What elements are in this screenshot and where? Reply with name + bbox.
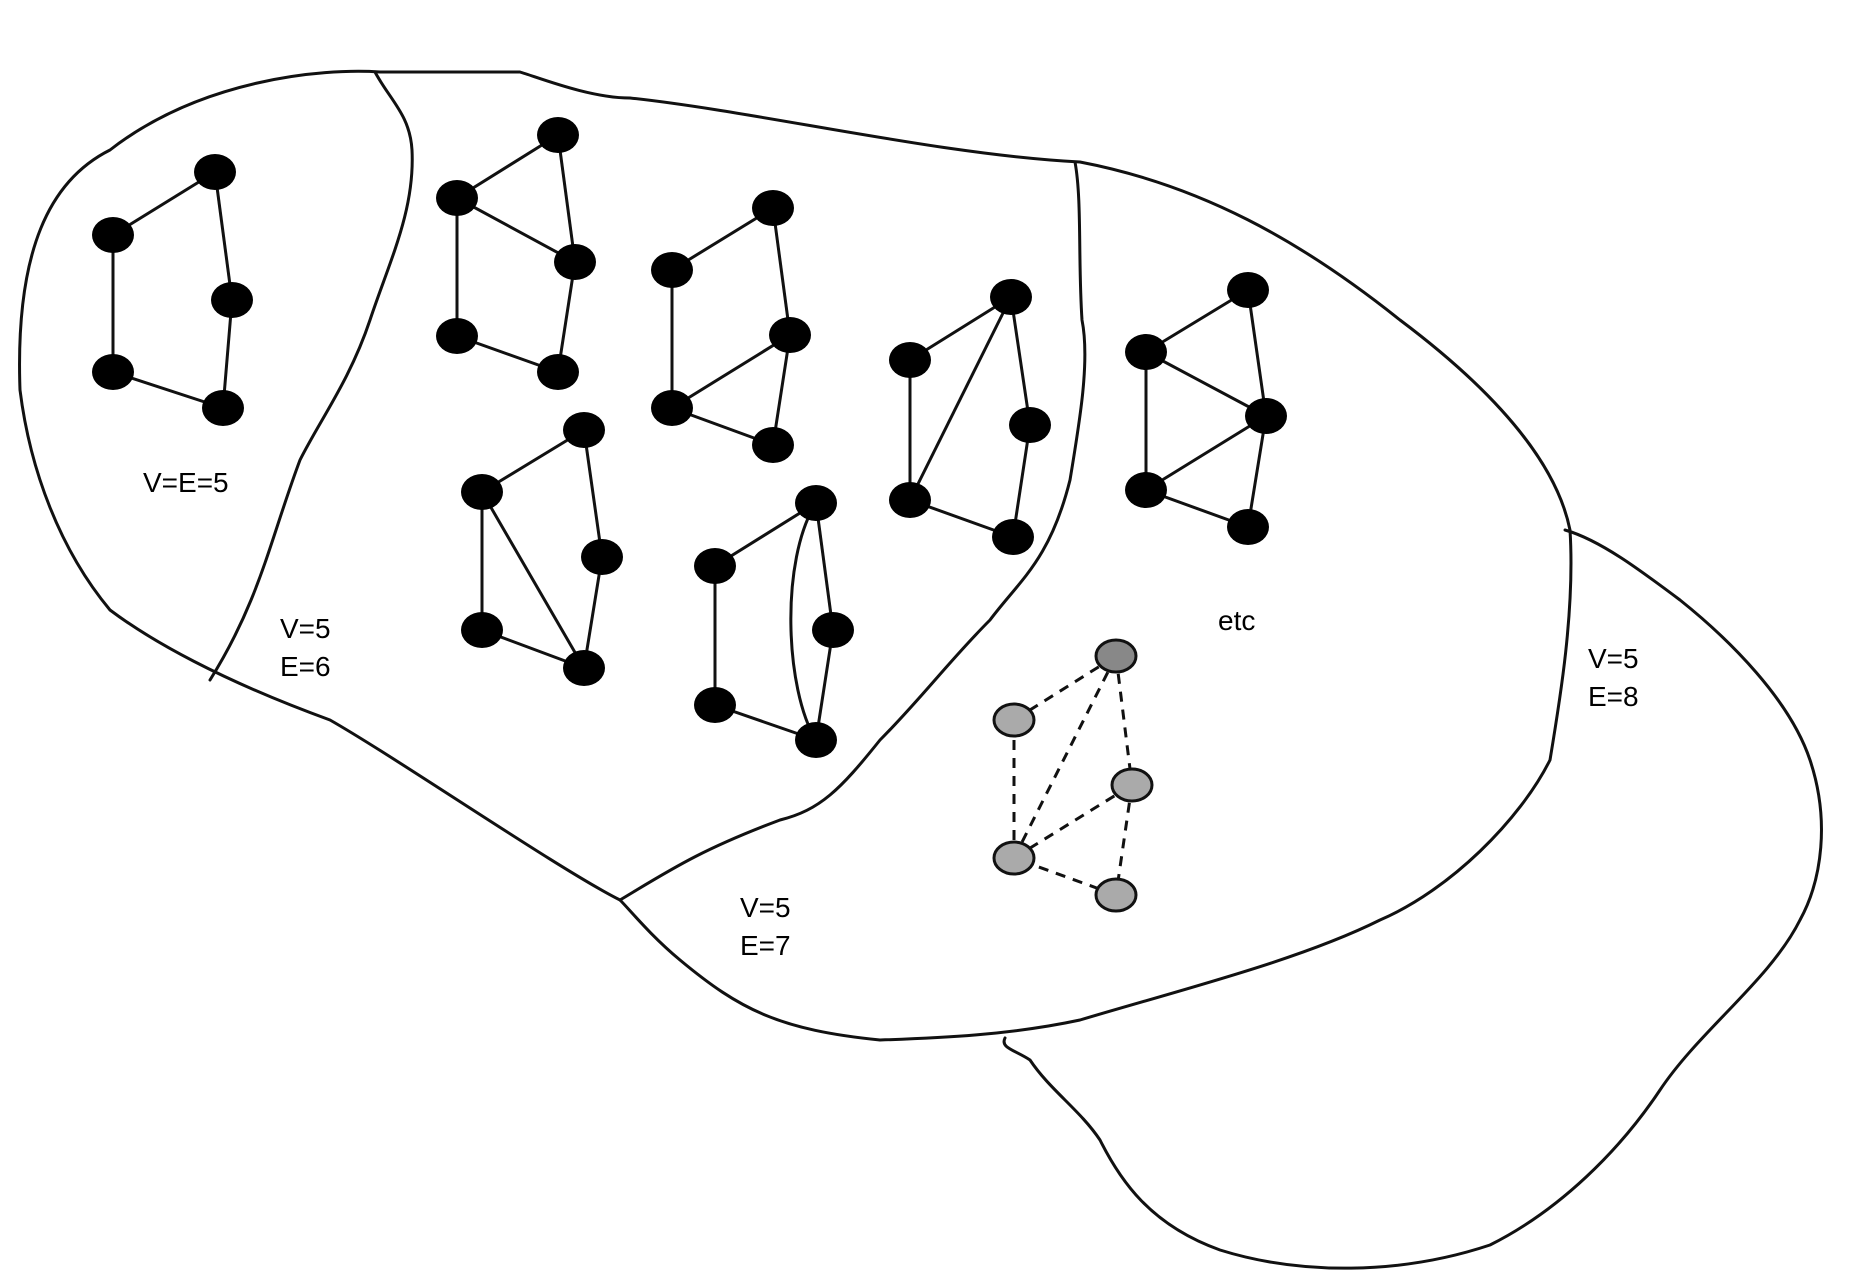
graph-e6-d xyxy=(694,485,854,758)
graph-node xyxy=(795,485,837,521)
graph-node xyxy=(651,252,693,288)
graph-node xyxy=(1125,334,1167,370)
graph-node xyxy=(990,279,1032,315)
graph-node xyxy=(752,427,794,463)
graph-node xyxy=(1227,272,1269,308)
label-v5-e8-e: E=8 xyxy=(1588,681,1639,712)
label-v5-e7-e: E=7 xyxy=(740,930,791,961)
graph-e6-a xyxy=(436,117,596,390)
boundary-3-4 xyxy=(618,160,1087,902)
graph-dashed-ghost xyxy=(992,638,1154,913)
big-region-outline xyxy=(18,69,1573,1042)
graph-node xyxy=(651,390,693,426)
label-etc: etc xyxy=(1218,605,1255,636)
graph-node xyxy=(1125,472,1167,508)
label-v5-e6-e: E=6 xyxy=(280,651,331,682)
graph-e6-b xyxy=(461,412,623,686)
graph-node xyxy=(694,548,736,584)
graph-node xyxy=(889,482,931,518)
graph-node xyxy=(436,180,478,216)
graph-e6-e xyxy=(889,279,1051,555)
boundary-1-2 xyxy=(208,70,414,682)
graph-node xyxy=(992,519,1034,555)
graph-node xyxy=(795,722,837,758)
label-v5-e8-v: V=5 xyxy=(1588,643,1639,674)
ghost-node xyxy=(1094,877,1138,913)
graph-node xyxy=(554,244,596,280)
graph-node xyxy=(563,650,605,686)
lobe-e8-outline xyxy=(1002,528,1823,1270)
graph-node xyxy=(92,217,134,253)
ghost-node xyxy=(1094,638,1138,674)
graph-node xyxy=(769,317,811,353)
graph-node xyxy=(1245,398,1287,434)
label-v-e-5: V=E=5 xyxy=(143,467,229,498)
graph-node xyxy=(889,342,931,378)
graph-e6-c xyxy=(651,190,811,463)
graph-node xyxy=(436,318,478,354)
graph-node xyxy=(461,612,503,648)
graph-node xyxy=(1009,407,1051,443)
graph-node xyxy=(194,154,236,190)
graph-node xyxy=(812,612,854,648)
ghost-node xyxy=(992,702,1036,738)
graph-node xyxy=(694,687,736,723)
graph-node xyxy=(461,474,503,510)
graph-cycle-5 xyxy=(92,154,253,426)
graph-node xyxy=(537,117,579,153)
ghost-node xyxy=(992,840,1036,876)
graph-node xyxy=(752,190,794,226)
graph-node xyxy=(563,412,605,448)
label-v5-e6-v: V=5 xyxy=(280,613,331,644)
graph-node xyxy=(581,539,623,575)
graph-e7 xyxy=(1125,272,1287,545)
label-v5-e7-v: V=5 xyxy=(740,892,791,923)
graph-node xyxy=(1227,509,1269,545)
graph-node xyxy=(202,390,244,426)
graph-node xyxy=(211,282,253,318)
graph-node xyxy=(92,354,134,390)
graph-node xyxy=(537,354,579,390)
ghost-node xyxy=(1110,767,1154,803)
